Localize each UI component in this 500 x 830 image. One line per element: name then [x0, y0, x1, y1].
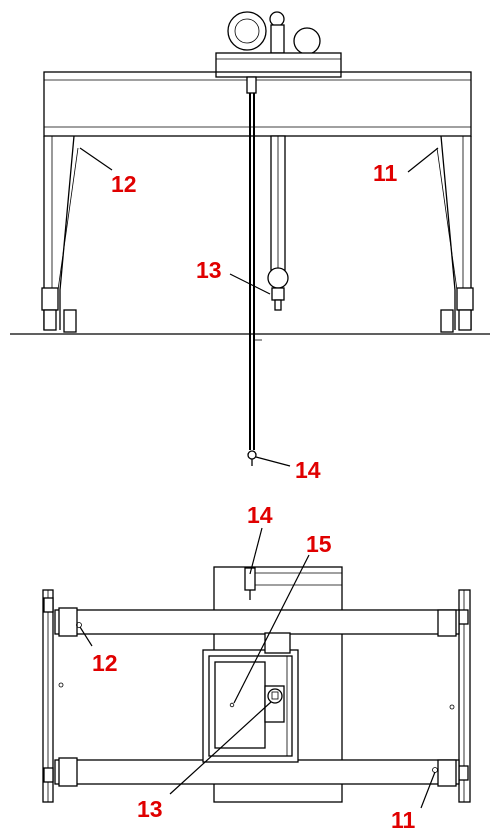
vertical-mast	[267, 135, 289, 311]
plan-view: 14 15 12 13 11	[42, 502, 471, 830]
plan-trolley	[202, 632, 299, 763]
upper-girder	[54, 607, 460, 637]
callout-12-plan: 12	[92, 650, 118, 676]
callout-11-plan: 11	[391, 807, 416, 830]
callout-15-plan: 15	[306, 531, 332, 557]
right-end-carriage	[449, 589, 471, 803]
leader-11	[407, 147, 439, 173]
leader-13-plan	[169, 701, 272, 795]
hoist-chain	[246, 76, 262, 466]
right-leg	[436, 135, 474, 333]
leader-11-plan	[420, 771, 436, 809]
callout-12-elevation: 12	[111, 171, 137, 197]
callout-13-elevation: 13	[196, 257, 222, 283]
leader-12-plan	[79, 626, 93, 647]
leader-13	[229, 273, 271, 295]
left-leg	[41, 135, 79, 333]
callout-14-elevation: 14	[295, 457, 321, 483]
left-end-carriage	[42, 589, 64, 803]
leader-14	[255, 456, 291, 467]
callout-11-elevation: 11	[373, 160, 398, 186]
elevation-view: 12 11 13 14	[10, 11, 490, 483]
leader-12	[79, 147, 113, 171]
callout-14-plan: 14	[247, 502, 273, 528]
top-girder	[43, 71, 472, 137]
leader-14-plan	[249, 527, 263, 575]
leader-15-plan	[233, 554, 310, 704]
callout-13-plan: 13	[137, 796, 163, 822]
trolley-hoist	[215, 11, 342, 78]
